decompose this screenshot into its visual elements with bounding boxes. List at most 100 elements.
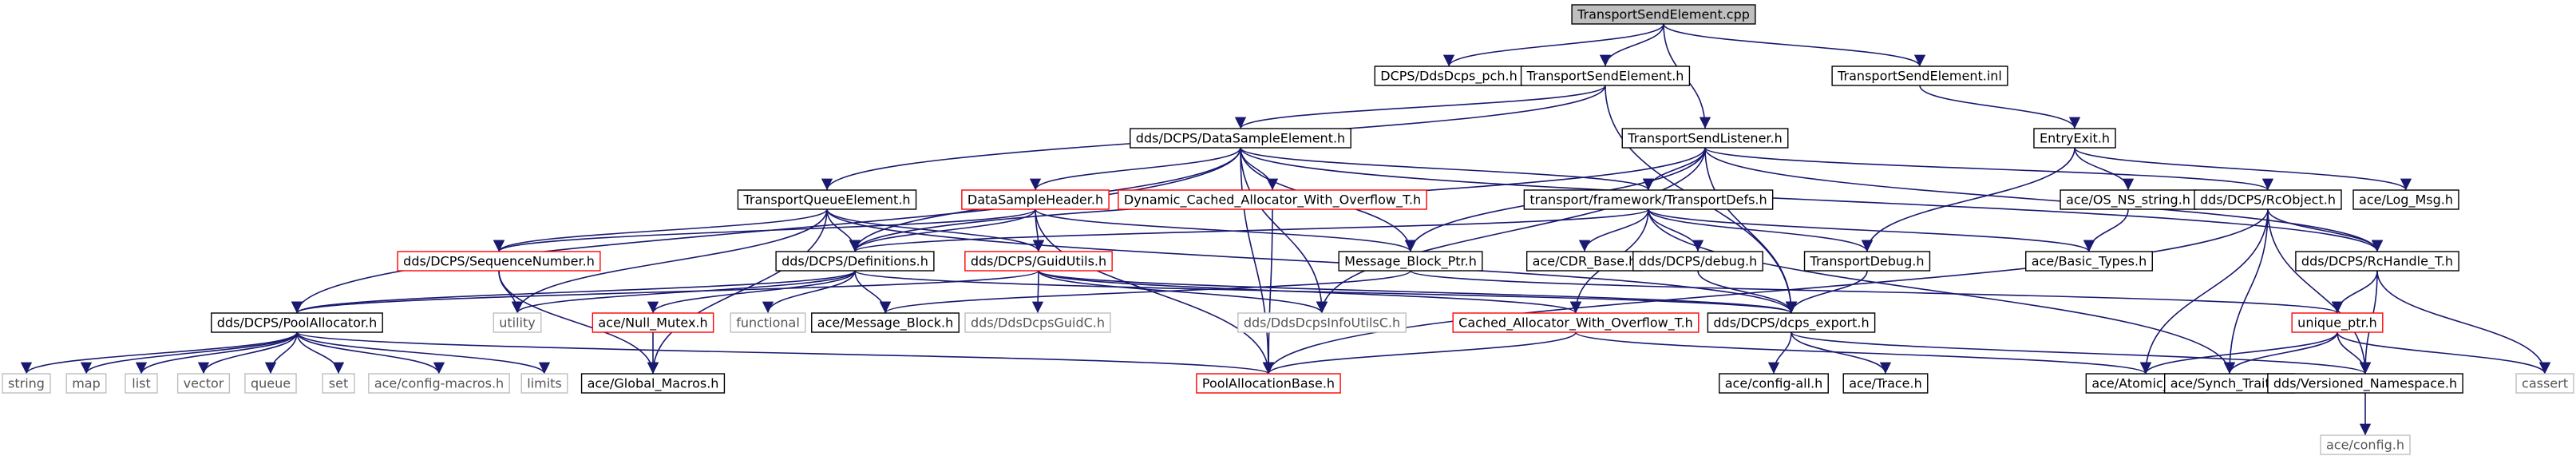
node-ace-basic-types-h[interactable]: ace/Basic_Types.h [2025, 251, 2153, 272]
node-poolallocationbase-h[interactable]: PoolAllocationBase.h [1196, 373, 1341, 394]
node-label: ace/Synch_Traits.h [2170, 376, 2289, 392]
node-unique-ptr-h[interactable]: unique_ptr.h [2291, 312, 2384, 333]
node-box [580, 373, 726, 394]
edge-poolalloc-to-poolbase [296, 331, 1274, 375]
edge-tqe-to-export [826, 208, 1797, 314]
node-cassert: cassert [2515, 373, 2574, 394]
node-queue: queue [244, 373, 297, 394]
node-ace-log-msg-h[interactable]: ace/Log_Msg.h [2352, 189, 2459, 210]
node-box [322, 373, 355, 394]
node-box [244, 373, 297, 394]
node-datasampleheader-h[interactable]: DataSampleHeader.h [961, 189, 1110, 210]
edge-dsh-to-defs [849, 208, 1036, 252]
node-dynamic-cached-allocator-with-overflow-t-h[interactable]: Dynamic_Cached_Allocator_With_Overflow_T… [1118, 189, 1427, 210]
node-transportsendelement-inl[interactable]: TransportSendElement.inl [1831, 65, 2008, 86]
node-label: dds/DCPS/RcObject.h [2200, 192, 2336, 208]
node-ace-null-mutex-h[interactable]: ace/Null_Mutex.h [592, 312, 714, 333]
node-ace-cdr-base-h[interactable]: ace/CDR_Base.h [1525, 251, 1644, 272]
edge-osns-to-basictypes [2083, 208, 2129, 252]
node-box [2515, 373, 2574, 394]
node-dds-versioned-namespace-h[interactable]: dds/Versioned_Namespace.h [2267, 373, 2463, 394]
edge-tse_h-to-dse [1235, 85, 1606, 129]
node-ace-config-all-h[interactable]: ace/config-all.h [1719, 373, 1829, 394]
node-ace-trace-h[interactable]: ace/Trace.h [1842, 373, 1929, 394]
node-box [493, 312, 542, 333]
node-label: transport/framework/TransportDefs.h [1529, 192, 1767, 208]
node-box [1707, 312, 1876, 333]
edge-dse-to-infoutils [1240, 147, 1328, 314]
node-dds-dcps-datasampleelement-h[interactable]: dds/DCPS/DataSampleElement.h [1130, 128, 1351, 149]
node-transport-framework-transportdefs-h[interactable]: transport/framework/TransportDefs.h [1523, 189, 1774, 210]
edge-guidutils-to-infoutils [1038, 270, 1328, 314]
edge-mbptr-to-msgblock [880, 270, 1411, 314]
edge-root-to-tse_inl [1663, 23, 1926, 67]
node-box [730, 312, 806, 333]
edge-poolalloc-to-vector [197, 331, 298, 375]
edge-rchandle-to-uniqueptr [2331, 270, 2378, 314]
node-message-block-ptr-h[interactable]: Message_Block_Ptr.h [1338, 251, 1483, 272]
edge-uniqueptr-to-versioned [2337, 331, 2372, 375]
node-label: dds/DCPS/dcps_export.h [1713, 315, 1869, 331]
node-label: limits [527, 376, 562, 391]
node-map: map [65, 373, 107, 394]
node-dcps-ddsdcps-pch-h[interactable]: DCPS/DdsDcps_pch.h [1374, 65, 1524, 86]
node-label: dds/DCPS/RcHandle_T.h [2301, 254, 2453, 270]
node-dds-dcps-definitions-h[interactable]: dds/DCPS/Definitions.h [775, 251, 935, 272]
node-label: dds/DCPS/debug.h [1639, 254, 1757, 269]
node-ace-os-ns-string-h[interactable]: ace/OS_NS_string.h [2060, 189, 2197, 210]
node-box [1632, 251, 1763, 272]
node-box [397, 251, 601, 272]
edge-dse-to-poolbase [1240, 147, 1275, 375]
edge-tdebug-to-export [1785, 270, 1868, 314]
node-cached-allocator-with-overflow-t-h[interactable]: Cached_Allocator_With_Overflow_T.h [1452, 312, 1700, 333]
edge-poolalloc-to-configmacros [296, 331, 445, 375]
node-dds-dcps-guidutils-h[interactable]: dds/DCPS/GuidUtils.h [964, 251, 1113, 272]
node-dds-dcps-rchandle-t-h[interactable]: dds/DCPS/RcHandle_T.h [2295, 251, 2459, 272]
node-dds-dcps-poolallocator-h[interactable]: dds/DCPS/PoolAllocator.h [211, 312, 383, 333]
node-dds-dcps-dcps-export-h[interactable]: dds/DCPS/dcps_export.h [1707, 312, 1876, 333]
edge-rchandle-to-cassert [2376, 270, 2551, 375]
node-label: Message_Block_Ptr.h [1344, 254, 1477, 270]
node-box [2267, 373, 2463, 394]
node-label: ace/Basic_Types.h [2032, 254, 2147, 270]
node-ace-message-block-h[interactable]: ace/Message_Block.h [811, 312, 960, 333]
node-label: dds/DCPS/PoolAllocator.h [217, 315, 377, 331]
node-box [211, 312, 383, 333]
node-box [520, 373, 568, 394]
node-transportsendelement-cpp[interactable]: TransportSendElement.cpp [1571, 4, 1756, 25]
node-label: TransportSendElement.cpp [1577, 7, 1750, 22]
edge-uniqueptr-to-atomic [2139, 331, 2338, 375]
node-dds-dcps-sequencenumber-h[interactable]: dds/DCPS/SequenceNumber.h [397, 251, 601, 272]
edge-mbptr-to-uniqueptr [1410, 270, 2343, 314]
node-transportsendelement-h[interactable]: TransportSendElement.h [1520, 65, 1691, 86]
node-box [1338, 251, 1483, 272]
node-dds-dcps-debug-h[interactable]: dds/DCPS/debug.h [1632, 251, 1763, 272]
edge-rcobj-to-synch [2223, 208, 2269, 375]
node-entryexit-h[interactable]: EntryExit.h [2033, 128, 2116, 149]
edge-rcobj-to-atomic [2139, 208, 2269, 375]
node-label: TransportSendListener.h [1627, 131, 1783, 146]
node-box [2295, 251, 2459, 272]
node-box [1621, 128, 1789, 149]
node-dds-dcps-rcobject-h[interactable]: dds/DCPS/RcObject.h [2194, 189, 2342, 210]
node-box [2352, 189, 2459, 210]
edge-entryexit-to-logmsg [2074, 147, 2412, 191]
edge-dse-to-rchandle [1240, 147, 2383, 252]
node-box [1520, 65, 1691, 86]
edge-poolalloc-to-list [135, 331, 298, 375]
node-label: queue [251, 376, 291, 391]
edge-poolalloc-to-string [20, 331, 298, 375]
node-label: TransportDebug.h [1810, 254, 1925, 269]
node-transportdebug-h[interactable]: TransportDebug.h [1803, 251, 1931, 272]
node-ace-global-macros-h[interactable]: ace/Global_Macros.h [580, 373, 726, 394]
edge-dcawo-to-poolbase [1262, 208, 1275, 375]
node-label: ace/CDR_Base.h [1533, 254, 1637, 270]
node-box [2320, 434, 2411, 455]
edge-poolalloc-to-queue [264, 331, 298, 375]
node-transportqueueelement-h[interactable]: TransportQueueElement.h [737, 189, 917, 210]
node-label: ace/Log_Msg.h [2359, 192, 2453, 208]
edge-root-to-tse_h [1599, 23, 1664, 67]
edge-tse_inl-to-entryexit [1919, 85, 2081, 129]
node-transportsendlistener-h[interactable]: TransportSendListener.h [1621, 128, 1789, 149]
node-label: Cached_Allocator_With_Overflow_T.h [1458, 315, 1693, 331]
